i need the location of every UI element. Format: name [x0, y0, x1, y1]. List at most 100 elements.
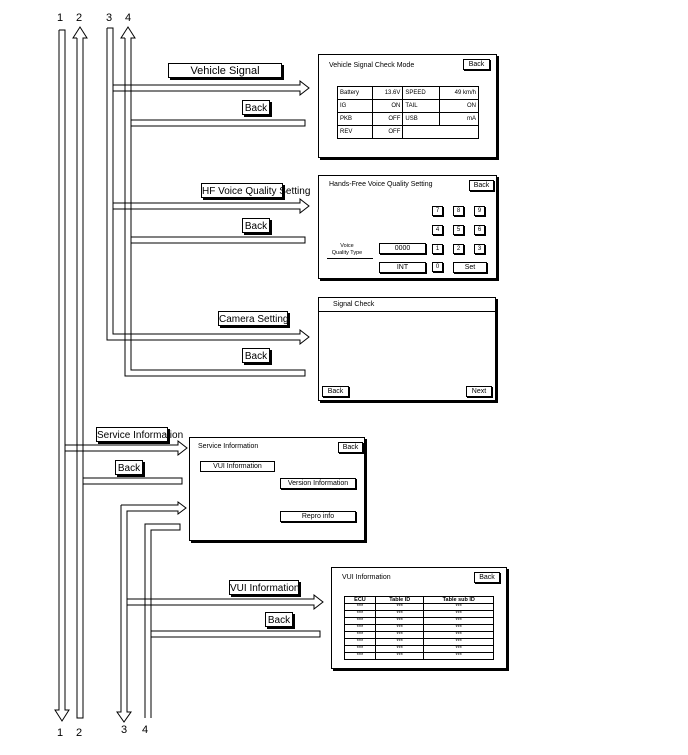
table-row: Battery 13.6V SPEED 49 km/h [336, 86, 479, 100]
lane-3-bottom-label: 3 [121, 724, 128, 736]
table-cell: *** [374, 645, 425, 653]
key-9[interactable]: 9 [474, 206, 485, 216]
table-header-row: ECU Table ID Table sub ID [344, 596, 494, 604]
column-header: Table sub ID [423, 596, 494, 604]
int-button[interactable]: INT [379, 262, 426, 273]
vui-table: ECU Table ID Table sub ID ********* ****… [344, 596, 494, 660]
signal-name: SPEED [402, 86, 441, 100]
table-cell: *** [374, 603, 425, 611]
column-header: ECU [344, 596, 376, 604]
version-information-button[interactable]: Version Information [280, 478, 356, 489]
key-8[interactable]: 8 [453, 206, 464, 216]
camera-setting-label: Camera Setting [218, 311, 288, 326]
table-cell: *** [344, 631, 376, 639]
back-button[interactable]: Back [322, 386, 349, 397]
branch-vui-in [127, 593, 324, 611]
table-cell: *** [423, 624, 494, 632]
screen-title: Signal Check [333, 301, 375, 308]
key-4[interactable]: 4 [432, 225, 443, 235]
screen-title: Service Information [198, 443, 259, 450]
camera-back-label: Back [242, 348, 270, 363]
table-cell: *** [374, 652, 425, 660]
table-cell: *** [423, 645, 494, 653]
value-display: 0000 [379, 243, 426, 254]
table-cell: *** [344, 652, 376, 660]
lane-1-top-label: 1 [57, 12, 64, 24]
branch-hf-back [131, 236, 306, 244]
key-2[interactable]: 2 [453, 244, 464, 254]
table-cell: *** [374, 610, 425, 618]
key-5[interactable]: 5 [453, 225, 464, 235]
lane-2-arrow [72, 26, 88, 719]
lane-4-top-label: 4 [125, 12, 132, 24]
vui-information-button[interactable]: VUI Information [200, 461, 275, 472]
branch-vehicle-back [131, 119, 306, 127]
table-cell: *** [344, 638, 376, 646]
table-cell: *** [423, 603, 494, 611]
lane-3-bottom-arrow [116, 501, 187, 723]
lane-1-bottom-label: 1 [57, 727, 64, 739]
key-3[interactable]: 3 [474, 244, 485, 254]
table-row: REV OFF [336, 125, 479, 139]
table-row: ********* [344, 603, 494, 611]
lane-3-top-label: 3 [106, 12, 113, 24]
signal-name: PKB [336, 112, 374, 126]
branch-service-back [83, 477, 183, 485]
service-information-label: Service Information [96, 427, 183, 442]
table-cell: *** [423, 638, 494, 646]
back-button[interactable]: Back [474, 572, 500, 583]
signal-name: Battery [336, 86, 374, 100]
signal-name: IG [336, 99, 374, 113]
lane-4-top-arrow [120, 26, 306, 377]
hf-voice-screen: Hands-Free Voice Quality Setting Back 7 … [318, 175, 497, 279]
table-cell: *** [344, 603, 376, 611]
next-button[interactable]: Next [466, 386, 492, 397]
vehicle-signal-label: Vehicle Signal [168, 63, 282, 78]
key-0[interactable]: 0 [432, 262, 443, 272]
table-row: ********* [344, 645, 494, 653]
signal-name: USB [402, 112, 441, 126]
table-cell: *** [374, 631, 425, 639]
empty-cell [402, 125, 479, 139]
screen-title: VUI Information [342, 574, 391, 581]
vui-back-label: Back [265, 612, 293, 627]
table-row: ********* [344, 624, 494, 632]
branch-hf-in [113, 197, 310, 215]
table-cell: *** [423, 617, 494, 625]
title-divider [319, 311, 495, 312]
service-back-label: Back [115, 460, 143, 475]
lane-1-arrow [54, 29, 70, 722]
set-button[interactable]: Set [453, 262, 487, 273]
table-cell: *** [423, 652, 494, 660]
signal-value: 49 km/h [439, 86, 479, 100]
back-button[interactable]: Back [463, 59, 490, 70]
back-button[interactable]: Back [469, 180, 494, 191]
table-cell: *** [344, 624, 376, 632]
vui-information-label: VUI Information [229, 580, 299, 595]
screen-title: Vehicle Signal Check Mode [329, 62, 415, 69]
branch-vehicle-signal-in [113, 79, 310, 97]
signal-table: Battery 13.6V SPEED 49 km/h IG ON TAIL O… [336, 86, 479, 139]
signal-value: ON [439, 99, 479, 113]
key-7[interactable]: 7 [432, 206, 443, 216]
table-cell: *** [423, 631, 494, 639]
table-row: ********* [344, 631, 494, 639]
lane-4-bottom-arrow [144, 523, 181, 718]
vui-information-screen: VUI Information Back ECU Table ID Table … [331, 567, 507, 669]
repro-info-button[interactable]: Repro info [280, 511, 356, 522]
lane-3-top-arrow [106, 27, 310, 346]
table-row: ********* [344, 617, 494, 625]
key-6[interactable]: 6 [474, 225, 485, 235]
table-cell: *** [344, 610, 376, 618]
table-cell: *** [344, 617, 376, 625]
branch-service-in [65, 439, 188, 457]
table-row: ********* [344, 638, 494, 646]
hf-voice-label: HF Voice Quality Setting [201, 183, 310, 198]
table-row: IG ON TAIL ON [336, 99, 479, 113]
signal-value: ON [372, 99, 404, 113]
back-button[interactable]: Back [338, 442, 363, 453]
key-1[interactable]: 1 [432, 244, 443, 254]
table-cell: *** [374, 624, 425, 632]
signal-value: 13.6V [372, 86, 404, 100]
